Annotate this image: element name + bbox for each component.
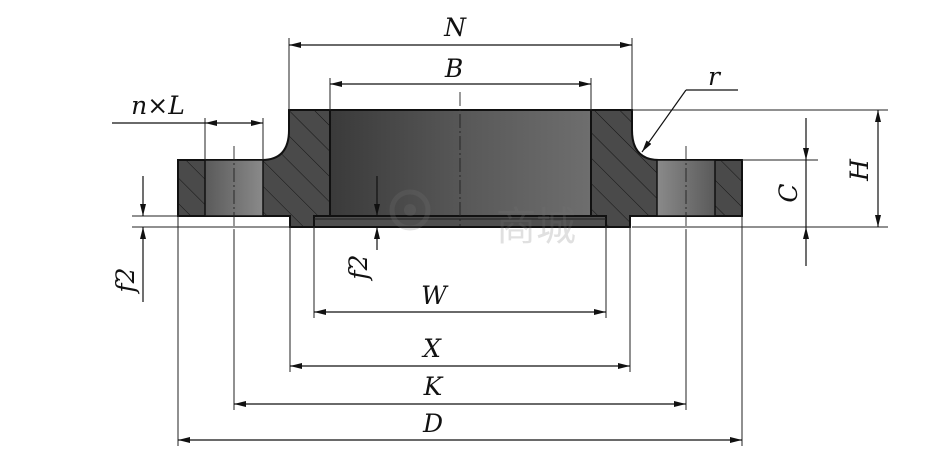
center-lines xyxy=(233,92,687,230)
label-nL: n×L xyxy=(131,91,185,120)
label-W: W xyxy=(421,281,449,310)
label-D: D xyxy=(422,409,443,438)
label-X: X xyxy=(421,334,442,363)
dimension-lines xyxy=(112,42,881,443)
label-f2-inner: f2 xyxy=(344,254,373,281)
label-B: B xyxy=(444,54,463,83)
label-f2-left: f2 xyxy=(111,267,140,294)
flange-body xyxy=(177,109,743,228)
label-r: r xyxy=(708,62,722,91)
extension-lines xyxy=(132,38,888,446)
dimension-labels: N B r n×L W X K D H C f2 f2 xyxy=(111,13,874,438)
label-C: C xyxy=(774,183,803,202)
r-leader xyxy=(641,89,687,153)
watermark-text: 商城 xyxy=(496,204,576,250)
label-K: K xyxy=(423,372,444,401)
label-N: N xyxy=(443,13,467,42)
bore-surface xyxy=(329,109,592,217)
label-H: H xyxy=(845,158,874,182)
watermark: 商城 xyxy=(389,189,576,250)
